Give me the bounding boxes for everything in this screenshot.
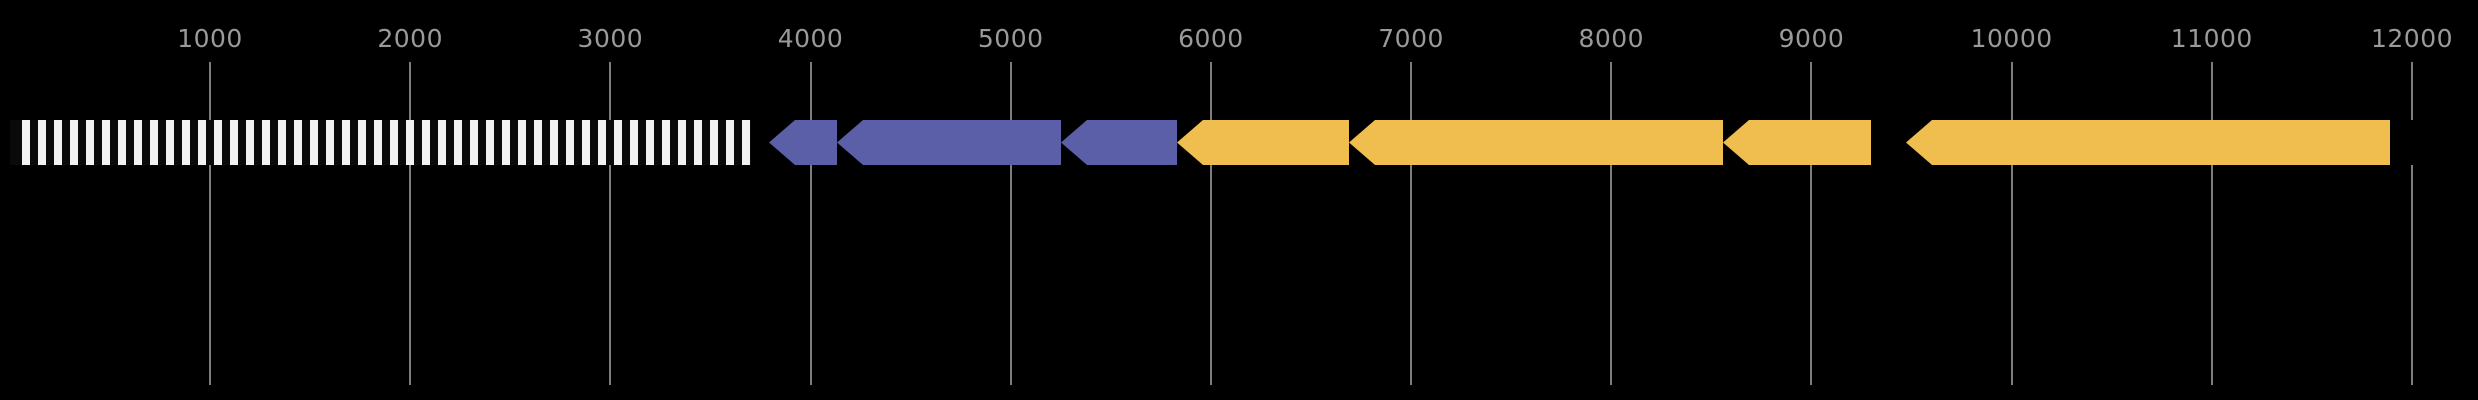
axis-tick-line-lower-6000 [1209,165,1212,385]
axis-tick-line-lower-12000 [2411,165,2413,385]
axis-tick-line-6000 [1209,62,1212,120]
axis-tick-label-12000: 12000 [2370,24,2454,53]
axis-tick-label-3000: 3000 [577,24,644,53]
hatched-region[interactable] [9,120,752,165]
axis-tick-line-11000 [2210,62,2213,120]
axis-tick-label-6000: 6000 [1178,24,1244,53]
axis-tick-label-5000: 5000 [977,24,1044,53]
axis-tick-line-3000 [609,62,612,120]
axis-tick-label-10000: 10000 [1970,24,2053,53]
axis-tick-label-11000: 11000 [2170,24,2253,53]
axis-tick-line-4000 [809,62,812,120]
axis-tick-line-lower-8000 [1610,165,1613,385]
axis-tick-line-9000 [1810,62,1813,120]
feature-3-shape [1060,120,1177,165]
feature-1-shape [768,120,837,165]
feature-3[interactable] [1060,120,1177,165]
axis-tick-label-2000: 2000 [377,24,443,53]
axis-tick-line-lower-10000 [2010,165,2013,385]
axis-tick-line-lower-2000 [409,165,412,385]
axis-tick-line-lower-11000 [2210,165,2213,385]
axis-tick-label-7000: 7000 [1378,24,1444,53]
axis-tick-label-9000: 9000 [1778,24,1845,53]
axis-tick-line-lower-1000 [209,165,211,385]
axis-tick-line-12000 [2411,62,2413,120]
feature-7-shape [1905,120,2390,165]
axis-tick-line-lower-7000 [1410,165,1413,385]
feature-1[interactable] [768,120,837,165]
axis-tick-line-5000 [1009,62,1012,120]
axis-tick-line-lower-5000 [1009,165,1012,385]
feature-4-shape [1176,120,1350,165]
feature-6[interactable] [1723,120,1872,165]
axis-tick-line-lower-4000 [809,165,812,385]
feature-2[interactable] [836,120,1061,165]
feature-6-shape [1723,120,1872,165]
feature-5-shape [1349,120,1724,165]
axis-tick-line-lower-3000 [609,165,612,385]
axis-tick-line-10000 [2010,62,2013,120]
feature-5[interactable] [1349,120,1724,165]
feature-4[interactable] [1176,120,1350,165]
feature-7[interactable] [1905,120,2390,165]
axis-tick-line-8000 [1610,62,1613,120]
axis-tick-label-4000: 4000 [777,24,844,53]
axis-tick-label-8000: 8000 [1578,24,1645,53]
axis-tick-line-lower-9000 [1810,165,1813,385]
axis-tick-line-7000 [1410,62,1413,120]
axis-tick-label-1000: 1000 [177,24,243,53]
axis-tick-line-1000 [209,62,211,120]
feature-2-shape [836,120,1061,165]
axis-tick-line-2000 [409,62,412,120]
